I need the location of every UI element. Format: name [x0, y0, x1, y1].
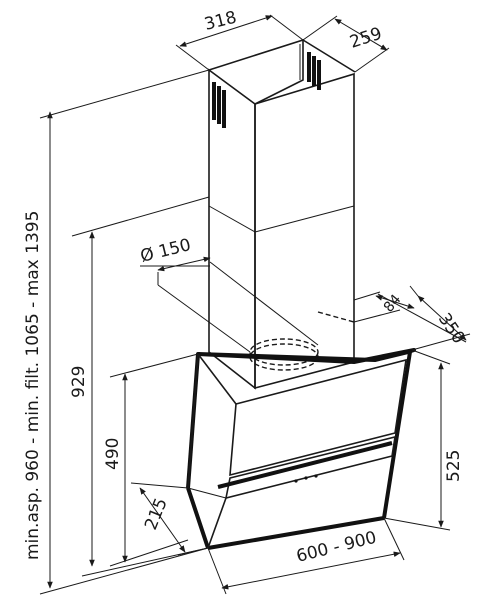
chimney [208, 38, 356, 390]
label-hood-width: 600 - 900 [294, 528, 378, 567]
vent-slots-left [212, 82, 226, 128]
label-duct-diameter: Ø 150 [138, 235, 193, 267]
dimension-350 [353, 285, 471, 351]
dimension-215 [130, 482, 209, 556]
label-height-490: 490 [103, 438, 123, 470]
dimension-259 [302, 15, 390, 73]
label-outlet-offset: 84 [381, 292, 405, 316]
dimension-total-height [39, 69, 210, 595]
dimension-84 [353, 295, 415, 323]
label-chimney-depth: 259 [347, 24, 384, 53]
label-chimney-width: 318 [202, 8, 238, 35]
vent-slots-right [307, 52, 321, 90]
dimension-width [207, 517, 405, 595]
dimension-490 [109, 353, 199, 567]
dimension-525 [383, 349, 451, 531]
dimension-diameter [140, 256, 319, 353]
label-height-929: 929 [69, 366, 89, 398]
dimension-318 [175, 14, 304, 71]
hood-body [186, 348, 416, 550]
label-height-525: 525 [444, 450, 464, 482]
label-total-height: min.asp. 960 - min. filt. 1065 - max 139… [23, 211, 43, 560]
